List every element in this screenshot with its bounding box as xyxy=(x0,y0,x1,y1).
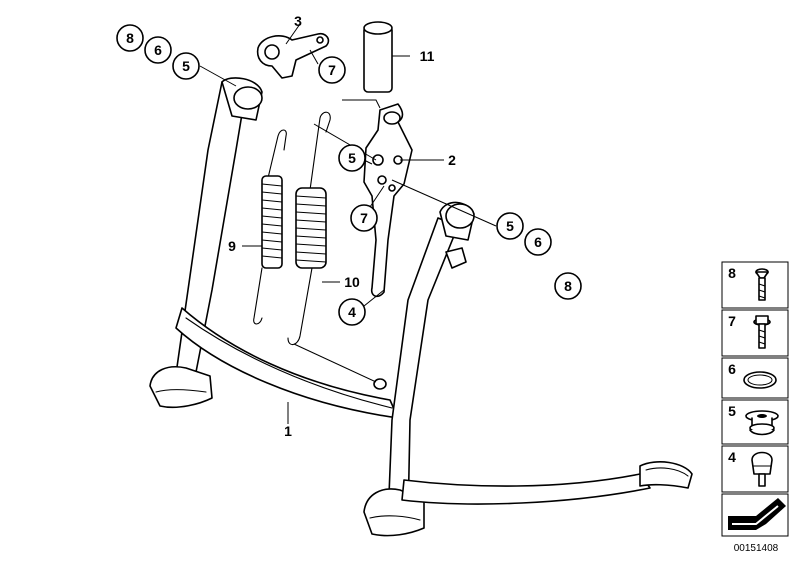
lever-plate xyxy=(363,103,413,298)
callout-11: 11 xyxy=(420,48,435,64)
diagram-id: 00151408 xyxy=(734,543,779,554)
spring-small xyxy=(253,129,287,325)
legend-item-8: 8 xyxy=(721,261,789,309)
svg-text:7: 7 xyxy=(360,210,368,226)
callout-7-mid: 7 xyxy=(350,204,378,232)
svg-text:5: 5 xyxy=(506,218,514,234)
svg-text:10: 10 xyxy=(344,274,360,290)
bracket xyxy=(256,32,330,79)
callout-1: 1 xyxy=(284,423,292,439)
parts-legend: 8 7 6 xyxy=(721,261,789,537)
callout-2: 2 xyxy=(448,152,456,168)
center-stand-frame xyxy=(149,77,693,537)
legend-arrow-box xyxy=(721,493,789,537)
callout-5-right: 5 xyxy=(496,212,524,240)
callout-10: 10 xyxy=(344,274,360,290)
callout-6-top: 6 xyxy=(144,36,172,64)
svg-text:9: 9 xyxy=(228,238,236,254)
svg-text:7: 7 xyxy=(728,313,736,329)
svg-text:8: 8 xyxy=(564,278,572,294)
callout-8-right: 8 xyxy=(554,272,582,300)
svg-text:11: 11 xyxy=(420,48,435,64)
rubber-buffer-icon xyxy=(751,451,773,487)
svg-text:4: 4 xyxy=(728,449,736,465)
svg-text:3: 3 xyxy=(294,13,302,29)
callout-8-top: 8 xyxy=(116,24,144,52)
svg-text:5: 5 xyxy=(182,58,190,74)
legend-item-6: 6 xyxy=(721,357,789,399)
callout-5-mid: 5 xyxy=(338,144,366,172)
callout-9: 9 xyxy=(228,238,236,254)
callout-3: 3 xyxy=(294,13,302,29)
legend-item-5: 5 xyxy=(721,399,789,445)
legend-item-4: 4 xyxy=(721,445,789,493)
leader-lines xyxy=(199,23,497,424)
svg-text:1: 1 xyxy=(284,423,292,439)
callout-4: 4 xyxy=(338,298,366,326)
callout-7-top: 7 xyxy=(318,56,346,84)
svg-text:8: 8 xyxy=(728,265,736,281)
callout-5-top: 5 xyxy=(172,52,200,80)
legend-item-7: 7 xyxy=(721,309,789,357)
o-ring-icon xyxy=(743,371,777,389)
svg-text:6: 6 xyxy=(728,361,736,377)
svg-text:6: 6 xyxy=(154,42,162,58)
callout-6-right: 6 xyxy=(524,228,552,256)
hex-bolt-icon xyxy=(753,315,771,349)
svg-text:7: 7 xyxy=(328,62,336,78)
svg-text:6: 6 xyxy=(534,234,542,250)
svg-text:8: 8 xyxy=(126,30,134,46)
rubber-bushing-icon xyxy=(745,410,779,436)
svg-text:4: 4 xyxy=(348,304,356,320)
svg-text:5: 5 xyxy=(348,150,356,166)
sleeve xyxy=(363,21,393,93)
direction-arrow-icon xyxy=(728,498,786,530)
flat-head-screw-icon xyxy=(755,268,769,301)
svg-text:5: 5 xyxy=(728,403,736,419)
svg-text:2: 2 xyxy=(448,152,456,168)
spring-large xyxy=(287,111,331,346)
